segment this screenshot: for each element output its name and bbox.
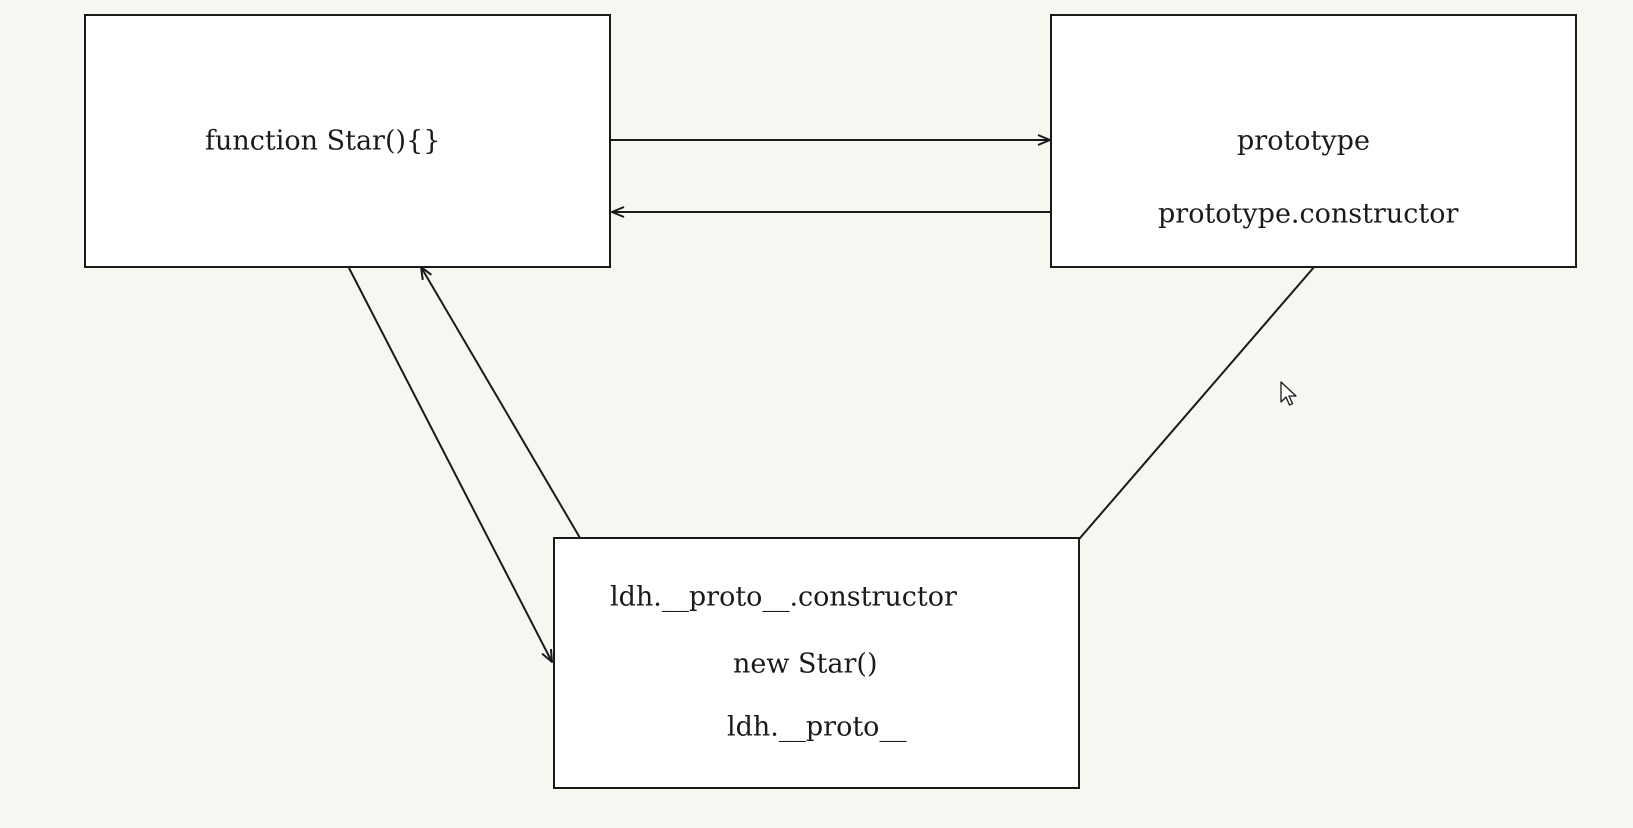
- instance-label: new Star(): [733, 648, 878, 680]
- instance-box: [553, 537, 1080, 789]
- arrow-instance-proto-constructor-to-constructor: [421, 267, 611, 590]
- prototype-constructor-label: prototype.constructor: [1158, 198, 1459, 230]
- instance-proto-constructor-label: ldh.__proto__.constructor: [610, 581, 957, 613]
- mouse-pointer-icon: [1280, 381, 1297, 406]
- constructor-function-label: function Star(){}: [205, 125, 441, 157]
- prototype-label: prototype: [1237, 125, 1370, 157]
- instance-proto-label: ldh.__proto__: [727, 711, 907, 743]
- constructor-function-box: [84, 14, 611, 268]
- prototype-object-box: [1050, 14, 1577, 268]
- arrow-constructor-to-instance: [348, 267, 552, 662]
